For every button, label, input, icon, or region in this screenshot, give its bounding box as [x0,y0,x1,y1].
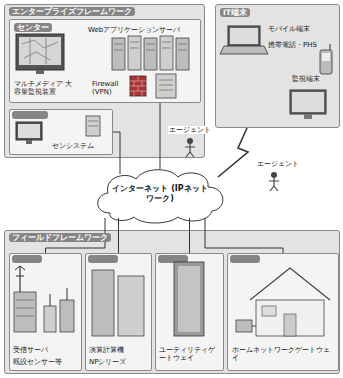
terminal-icon [18,124,40,138]
server-icon [112,38,125,70]
monitor-icon [19,37,61,65]
network-line [118,218,119,253]
node-label: ユーティリティゲートウェイ [159,346,221,363]
laptop-icon [230,28,258,44]
terminal-icon [86,116,100,136]
agent-icon [187,138,193,144]
group-tag [12,111,48,119]
computer-rack-icon [92,270,144,336]
server-icon [176,38,189,70]
node-label: マルチメディア 大容量監視装置 [14,80,78,97]
receiver-server-icon [16,300,34,316]
network-line [160,103,161,169]
node-label: Webアプリケーションサーバ [88,26,198,34]
terminal-icon [16,116,100,144]
node-label: インターネット (IPネットワーク) [110,184,210,203]
group-tag [230,255,260,263]
heading-tag: エンタープライズフレームワーク [9,7,135,16]
agent-icon [269,178,279,191]
node-label: 携帯電話・PHS [268,41,330,49]
terminal-icon [88,121,98,126]
gateway-tower-icon [174,262,204,336]
sensor-icon [67,288,68,300]
monitor-terminal-icon [292,92,324,112]
sensor-icon [50,294,51,306]
house-icon [236,268,330,336]
network-line [189,218,190,253]
monitor-terminal-icon [304,114,312,119]
network-line [46,218,106,253]
node-label: Firewall (VPN) [92,80,128,97]
receiver-server-icon [14,266,36,332]
sensor-icon [44,306,56,332]
house-icon [256,300,324,336]
group-tag [12,255,260,263]
node-label: 既設センサー等 [13,358,79,366]
sensor-icon [60,300,74,332]
firewall-icon [130,76,146,96]
agent-label: エージェント [256,160,300,168]
node-label: センシステム [52,142,110,150]
laptop-icon [220,26,268,54]
mobile-phone-icon [322,53,330,61]
receiver-server-icon [14,292,36,332]
gateway-server-icon [156,74,176,98]
mobile-phone-icon [330,44,331,50]
node-label: ホームネットワークゲートウェイ [232,346,336,363]
gateway-tower-icon [178,266,200,332]
house-icon [252,326,256,327]
monitor-terminal-icon [290,90,326,114]
monitor-icon [16,34,64,74]
node-label: 演算計算機 [89,346,149,354]
monitor-icon [16,34,64,70]
server-icon [114,42,187,50]
group-tag [88,255,118,263]
server-icon [128,36,141,70]
laptop-icon [228,26,260,46]
house-icon [236,320,252,332]
computer-rack-icon [92,270,114,336]
gateway-tower-icon [174,262,204,336]
mobile-phone-icon [320,44,332,74]
firewall-icon [130,76,146,96]
heading-tag: フィールドフレームワーク [9,233,111,242]
computer-rack-icon [118,276,144,336]
receiver-server-icon [15,266,25,276]
firewall-icon [130,76,146,96]
house-icon [250,268,330,300]
network-line [113,132,120,174]
terminal-icon [26,140,32,144]
network-line [218,128,248,177]
node-label: NPシリーズ [89,358,149,366]
node-label: モバイル端末 [268,25,328,33]
heading-tag: センター [14,23,52,32]
server-icon [144,38,157,70]
node-label: 受信サーバ [13,346,79,354]
monitor-icon [22,38,58,64]
mobile-phone-icon [320,50,332,74]
internet-cloud: インターネット (IPネットワーク) [90,165,230,225]
terminal-icon [16,122,42,140]
node-label: 監視端末 [292,75,336,83]
server-icon [160,36,173,70]
house-icon [284,314,296,336]
monitor-icon [36,70,44,74]
agent-label: エージェント [168,126,212,134]
house-icon [262,306,276,316]
server-icon [112,36,189,70]
laptop-icon [220,46,268,54]
sensor-icon [44,288,74,332]
group-tag [12,255,42,263]
cloud-outline [98,170,223,223]
gateway-server-icon [156,74,176,98]
monitor-terminal-icon [290,90,326,119]
heading-tag: IT端末 [220,8,250,17]
gateway-server-icon [159,80,173,90]
receiver-server-icon [19,266,20,292]
agent-icon [271,172,277,178]
group-tag [12,111,48,119]
agent-icon [185,144,195,157]
network-line [205,218,283,253]
